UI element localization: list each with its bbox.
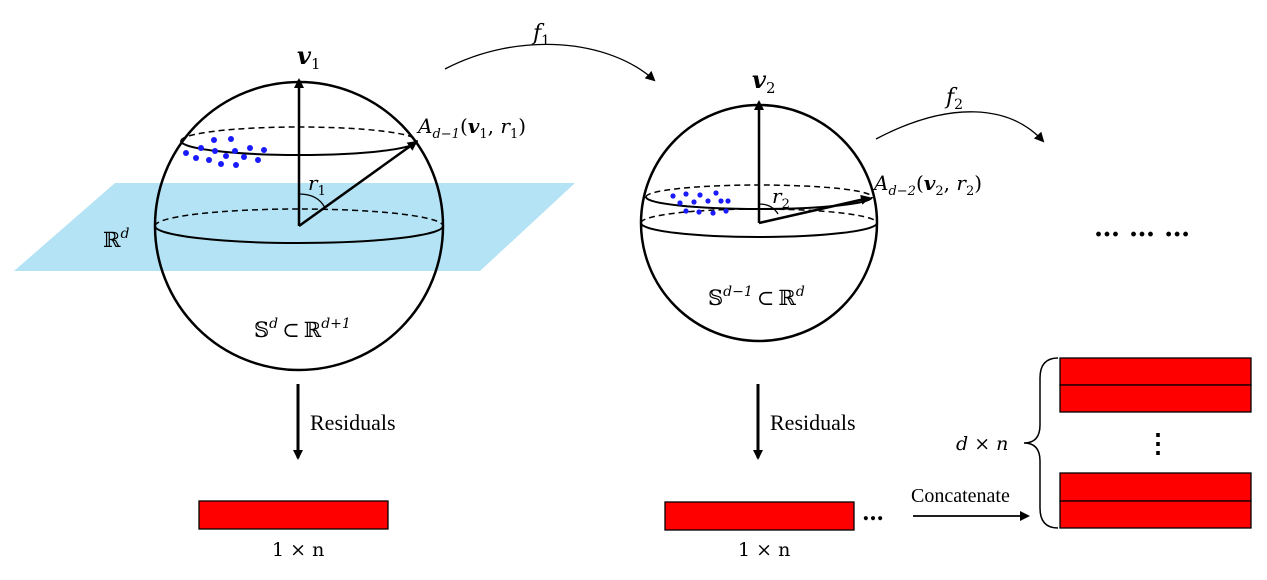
vector-v2-label: v2 <box>752 65 776 97</box>
map-f1-arrow <box>444 43 656 82</box>
data-point <box>218 161 224 167</box>
subsphere-a2-label: Ad−2(v2, r2) <box>872 171 982 199</box>
map-f1-label: f1 <box>531 21 550 49</box>
data-point <box>683 208 689 214</box>
radius-r2-label: r2 <box>772 184 790 212</box>
data-point <box>223 153 229 159</box>
plane-rd-label: ℝd <box>103 226 129 252</box>
sample-points-1 <box>183 136 267 168</box>
matrix-brace <box>1023 357 1059 529</box>
sphere-1-equator-back <box>154 208 444 227</box>
residual-bar-1 <box>198 500 389 530</box>
data-point <box>683 191 689 197</box>
residuals-label-1: Residuals <box>310 410 396 435</box>
map-f2: f2 <box>875 85 1045 143</box>
data-point <box>233 162 239 168</box>
matrix-row <box>1059 357 1252 386</box>
data-point <box>261 147 267 153</box>
concatenate-label: Concatenate <box>911 485 1010 507</box>
continuation-ellipsis: … … … <box>1094 213 1190 243</box>
residuals-1: Residuals 1 × n <box>198 384 396 561</box>
data-point <box>211 137 217 143</box>
data-point <box>212 148 218 154</box>
data-point <box>705 198 711 204</box>
vector-v1-label: v1 <box>297 41 321 73</box>
map-f2-label: f2 <box>944 85 963 113</box>
sphere-2-equator-front <box>640 222 878 238</box>
data-point <box>232 148 238 154</box>
matrix-dim-label: d × n <box>956 433 1008 455</box>
concatenate: Concatenate d × n ⋮ <box>911 357 1252 529</box>
data-point <box>725 198 731 204</box>
radius-arrow-1 <box>298 140 418 228</box>
data-point <box>697 192 703 198</box>
residual-bar-2 <box>664 501 855 531</box>
map-f1: f1 <box>444 21 656 82</box>
sphere-1-equator-front <box>154 225 444 244</box>
data-point <box>713 190 719 196</box>
data-point <box>255 157 261 163</box>
matrix-row <box>1059 384 1252 413</box>
data-point <box>247 145 253 151</box>
sample-points-2 <box>670 190 731 216</box>
radius-arrow-2 <box>758 194 871 225</box>
residuals-label-2: Residuals <box>770 410 856 435</box>
data-point <box>670 193 676 199</box>
residuals-2: Residuals 1 × n … <box>664 384 884 561</box>
data-point <box>193 155 199 161</box>
data-point <box>710 210 716 216</box>
sphere-1: v1 r1 ℝd 𝕊d⊂ℝd+1 Ad−1(v1, r1) <box>14 41 575 372</box>
sphere-sd1-label: 𝕊d−1⊂ℝd <box>708 284 805 310</box>
matrix-vertical-ellipsis: ⋮ <box>1145 429 1171 459</box>
residual-dim-1: 1 × n <box>272 539 324 561</box>
plane-rd <box>14 183 575 271</box>
residual-ellipsis: … <box>862 500 884 526</box>
radius-r1-label: r1 <box>308 171 326 199</box>
data-point <box>718 198 724 204</box>
radius-angle-arc-1 <box>298 193 326 209</box>
data-point <box>723 208 729 214</box>
data-point <box>677 200 683 206</box>
data-point <box>206 157 212 163</box>
data-point <box>198 145 204 151</box>
data-point <box>228 136 234 142</box>
sphere-2: v2 r2 𝕊d−1⊂ℝd Ad−2(v2, r2) <box>639 65 982 343</box>
map-f2-arrow <box>875 111 1045 143</box>
data-point <box>691 199 697 205</box>
radius-angle-arc-2 <box>758 203 779 215</box>
data-point <box>183 150 189 156</box>
data-point <box>241 154 247 160</box>
residual-dim-2: 1 × n <box>738 539 790 561</box>
subsphere-a1-label: Ad−1(v1, r1) <box>416 114 526 142</box>
matrix-row <box>1059 500 1252 529</box>
sphere-sd-label: 𝕊d⊂ℝd+1 <box>254 316 351 342</box>
data-point <box>696 209 702 215</box>
matrix-row <box>1059 472 1252 502</box>
